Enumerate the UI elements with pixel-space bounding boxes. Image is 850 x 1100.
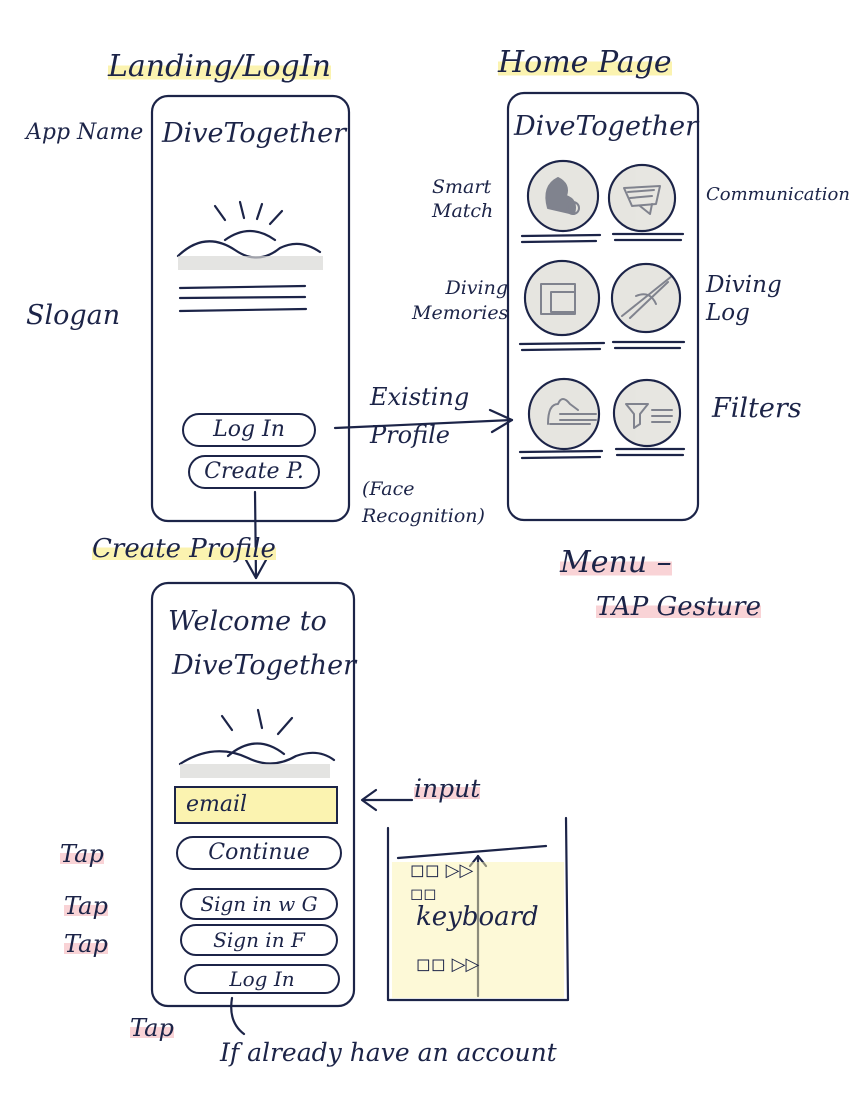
login-button[interactable]: Log In	[182, 413, 316, 447]
diving-log-icon	[610, 262, 682, 334]
face-recognition-note: (Face Recognition)	[362, 478, 485, 527]
keyboard-keys-bottom: ◻◻ ▷▷	[416, 954, 480, 975]
filters-2-icon	[612, 378, 682, 448]
tap-gesture-note: TAP Gesture	[596, 592, 761, 622]
keyboard-keys-mid: ◻◻	[410, 884, 437, 903]
diving-memories-label: Diving Memories	[412, 277, 509, 324]
create-profile-arrow	[253, 490, 258, 580]
existing-profile-arrow	[333, 418, 514, 430]
landing-app-name: DiveTogether	[162, 118, 347, 149]
arrow-head-down	[244, 558, 268, 580]
already-account-note: If already have an account	[220, 1038, 557, 1067]
existing-profile-note: Existing Profile	[370, 383, 470, 450]
create-login-button[interactable]: Log In	[184, 964, 340, 994]
home-title: Home Page	[498, 45, 672, 80]
smart-match-label: Smart Match	[432, 176, 494, 222]
email-input[interactable]: email	[174, 786, 338, 824]
keyboard-shade	[392, 862, 564, 998]
keyboard-label: keyboard	[416, 902, 539, 932]
diving-log-label: Diving Log	[706, 272, 782, 326]
slogan-lines	[178, 284, 308, 313]
sign-in-google-button[interactable]: Sign in w G	[180, 888, 338, 920]
create-profile-note: Create Profile	[92, 534, 276, 564]
home-phone-frame	[506, 91, 700, 522]
filters-label: Filters	[712, 393, 802, 424]
menu-note: Menu –	[560, 545, 672, 580]
home-app-name: DiveTogether	[514, 111, 699, 142]
slogan-note: Slogan	[26, 300, 121, 331]
continue-button[interactable]: Continue	[176, 836, 342, 870]
sign-in-facebook-button[interactable]: Sign in F	[180, 924, 338, 956]
landing-phone-frame	[150, 94, 351, 523]
filters-icon	[527, 377, 601, 451]
create-sun-icon	[178, 708, 336, 766]
welcome-line-2: DiveTogether	[172, 650, 357, 681]
keyboard-frame	[386, 816, 570, 1002]
tap-note-facebook: Tap	[64, 930, 108, 958]
tap-note-continue: Tap	[60, 840, 104, 868]
create-profile-button[interactable]: Create P.	[188, 455, 320, 489]
welcome-line-1: Welcome to	[168, 606, 327, 637]
diving-memories-icon	[523, 259, 601, 337]
smart-match-icon	[526, 159, 600, 233]
arrow-head	[488, 408, 514, 434]
communication-label: Communication	[706, 184, 850, 205]
communication-icon	[607, 163, 677, 233]
app-name-note: App Name	[26, 120, 144, 145]
input-note: input	[414, 774, 481, 803]
create-phone-frame	[150, 581, 356, 1008]
tap-note-google: Tap	[64, 892, 108, 920]
landing-sun-icon	[176, 200, 322, 259]
keyboard-keys-top: ◻◻ ▷▷	[410, 860, 474, 881]
tap-note-login: Tap	[130, 1014, 174, 1042]
landing-title: Landing/LogIn	[108, 49, 331, 84]
icon-underlines	[518, 232, 686, 460]
email-input-text: email	[186, 792, 248, 817]
